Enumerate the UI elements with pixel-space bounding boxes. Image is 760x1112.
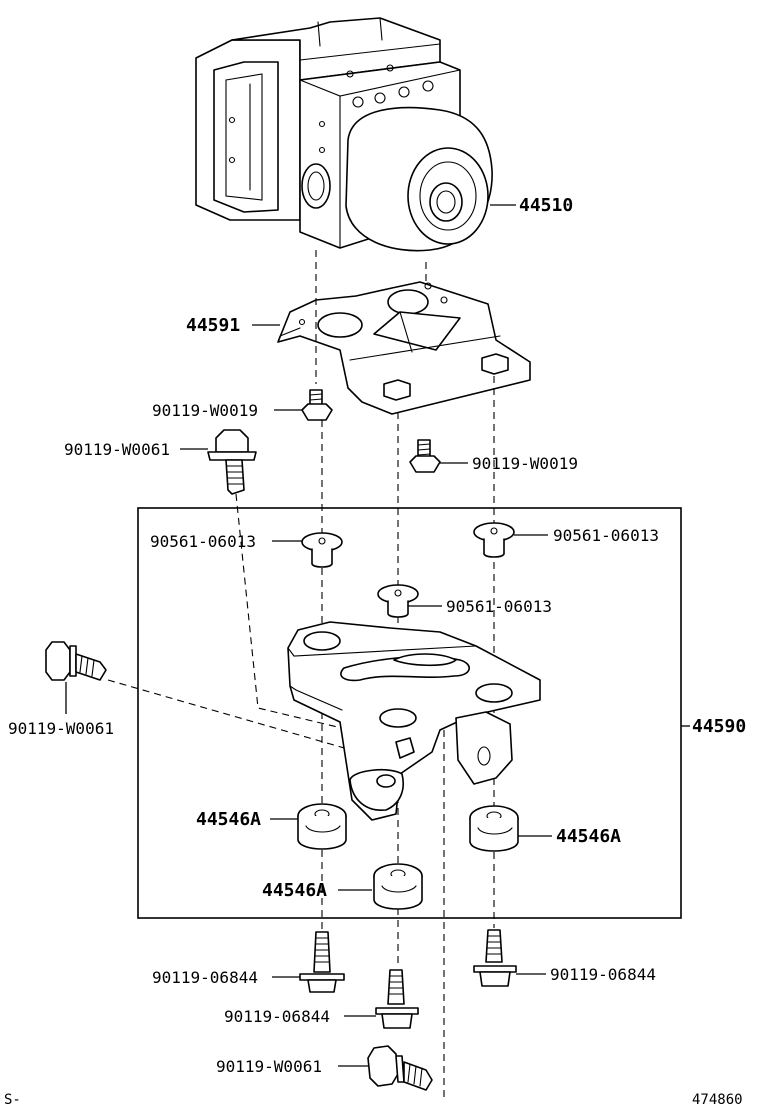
label-bolt-06844-left[interactable]: 90119-06844: [152, 968, 258, 987]
cushion-center[interactable]: [373, 863, 423, 910]
label-bracket-assembly[interactable]: 44590: [692, 716, 746, 737]
cushion-left[interactable]: [297, 803, 347, 850]
label-bolt-w0061-left[interactable]: 90119-W0061: [8, 719, 114, 738]
footer-left-code: S-: [4, 1092, 21, 1108]
bracket-assembly-frame: [137, 507, 682, 919]
bolt-w0061-upper[interactable]: [207, 429, 257, 495]
label-cushion-right[interactable]: 44546A: [556, 826, 621, 847]
actuator-bracket[interactable]: [277, 281, 531, 415]
bolt-06844-left[interactable]: [299, 931, 345, 993]
illustration-number: 474860: [692, 1092, 743, 1108]
collar-left[interactable]: [301, 532, 343, 568]
collar-right[interactable]: [473, 522, 515, 558]
bolt-w0061-left[interactable]: [45, 641, 107, 681]
label-bolt-w0061-bottom[interactable]: 90119-W0061: [216, 1057, 322, 1076]
label-actuator-bracket[interactable]: 44591: [186, 315, 240, 336]
cushion-right[interactable]: [469, 805, 519, 852]
bolt-w0061-bottom[interactable]: [367, 1045, 433, 1091]
label-collar-center[interactable]: 90561-06013: [446, 597, 552, 616]
label-bolt-06844-center[interactable]: 90119-06844: [224, 1007, 330, 1026]
collar-center[interactable]: [377, 584, 419, 618]
label-bolt-06844-right[interactable]: 90119-06844: [550, 965, 656, 984]
bolt-w0019-right[interactable]: [409, 439, 441, 473]
label-cushion-center[interactable]: 44546A: [262, 880, 327, 901]
abs-actuator[interactable]: [195, 17, 493, 252]
label-bolt-w0061-upper[interactable]: 90119-W0061: [64, 440, 170, 459]
bolt-06844-right[interactable]: [473, 929, 517, 987]
label-bolt-w0019-left[interactable]: 90119-W0019: [152, 401, 258, 420]
label-collar-right[interactable]: 90561-06013: [553, 526, 659, 545]
label-actuator[interactable]: 44510: [519, 195, 573, 216]
label-cushion-left[interactable]: 44546A: [196, 809, 261, 830]
label-collar-left[interactable]: 90561-06013: [150, 532, 256, 551]
bolt-w0019-left[interactable]: [301, 389, 333, 421]
label-bolt-w0019-right[interactable]: 90119-W0019: [472, 454, 578, 473]
lower-bracket[interactable]: [287, 621, 541, 821]
bolt-06844-center[interactable]: [375, 969, 419, 1029]
